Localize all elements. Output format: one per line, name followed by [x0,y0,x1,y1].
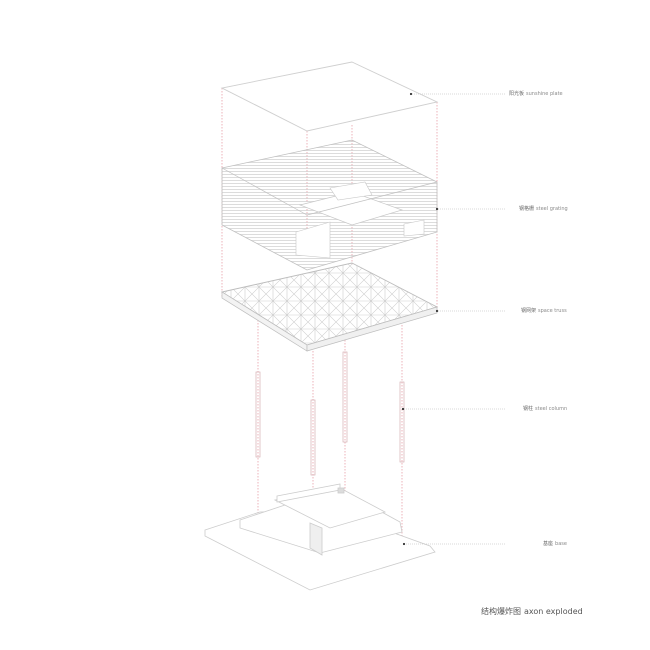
leader-lines [404,93,505,545]
steel-grating [221,139,438,271]
leader-dots [401,92,439,546]
steel-columns [255,351,405,476]
space-truss [220,262,439,352]
base [204,483,436,591]
sunshine-plate [220,61,439,132]
